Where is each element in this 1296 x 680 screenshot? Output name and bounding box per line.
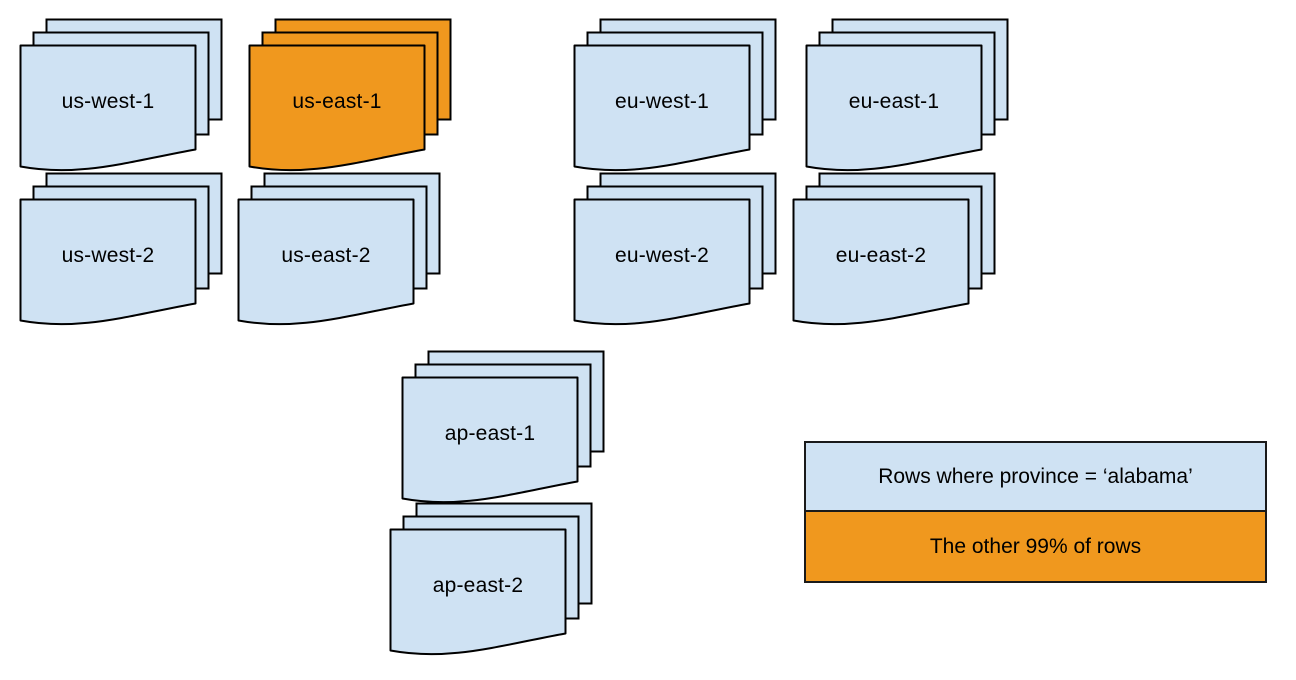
region-label: us-east-2 <box>281 243 371 267</box>
region-stack-us-east-2: us-east-2 <box>237 172 441 328</box>
region-stack-eu-west-2: eu-west-2 <box>573 172 777 328</box>
region-stack-ap-east-2: ap-east-2 <box>389 502 593 658</box>
region-stack-ap-east-1: ap-east-1 <box>401 350 605 506</box>
legend-item-alabama-rows-label: Rows where province = ‘alabama’ <box>878 464 1193 488</box>
region-label: eu-east-1 <box>848 89 940 113</box>
document-stack-shape <box>248 18 452 172</box>
document-stack-shape <box>19 18 223 172</box>
legend: Rows where province = ‘alabama’ The othe… <box>804 441 1267 583</box>
region-label: eu-east-2 <box>835 243 927 267</box>
region-stack-eu-east-2: eu-east-2 <box>792 172 996 328</box>
document-stack-shape <box>573 172 777 326</box>
document-stack-shape <box>401 350 605 504</box>
region-stack-us-east-1: us-east-1 <box>248 18 452 174</box>
region-label: ap-east-1 <box>444 421 536 445</box>
region-stack-eu-east-1: eu-east-1 <box>805 18 1009 174</box>
region-stack-us-west-2: us-west-2 <box>19 172 223 328</box>
region-label: us-west-2 <box>61 243 155 267</box>
region-label: us-west-1 <box>61 89 155 113</box>
document-stack-shape <box>573 18 777 172</box>
document-stack-shape <box>792 172 996 326</box>
region-stack-eu-west-1: eu-west-1 <box>573 18 777 174</box>
document-stack-shape <box>389 502 593 656</box>
region-label: ap-east-2 <box>432 573 524 597</box>
region-label: us-east-1 <box>292 89 382 113</box>
legend-item-alabama-rows: Rows where province = ‘alabama’ <box>806 443 1265 512</box>
legend-item-other-rows-label: The other 99% of rows <box>929 534 1142 558</box>
document-stack-shape <box>237 172 441 326</box>
legend-item-other-rows: The other 99% of rows <box>806 512 1265 581</box>
region-stack-us-west-1: us-west-1 <box>19 18 223 174</box>
region-label: eu-west-1 <box>614 89 709 113</box>
document-stack-shape <box>19 172 223 326</box>
region-label: eu-west-2 <box>614 243 709 267</box>
document-stack-shape <box>805 18 1009 172</box>
